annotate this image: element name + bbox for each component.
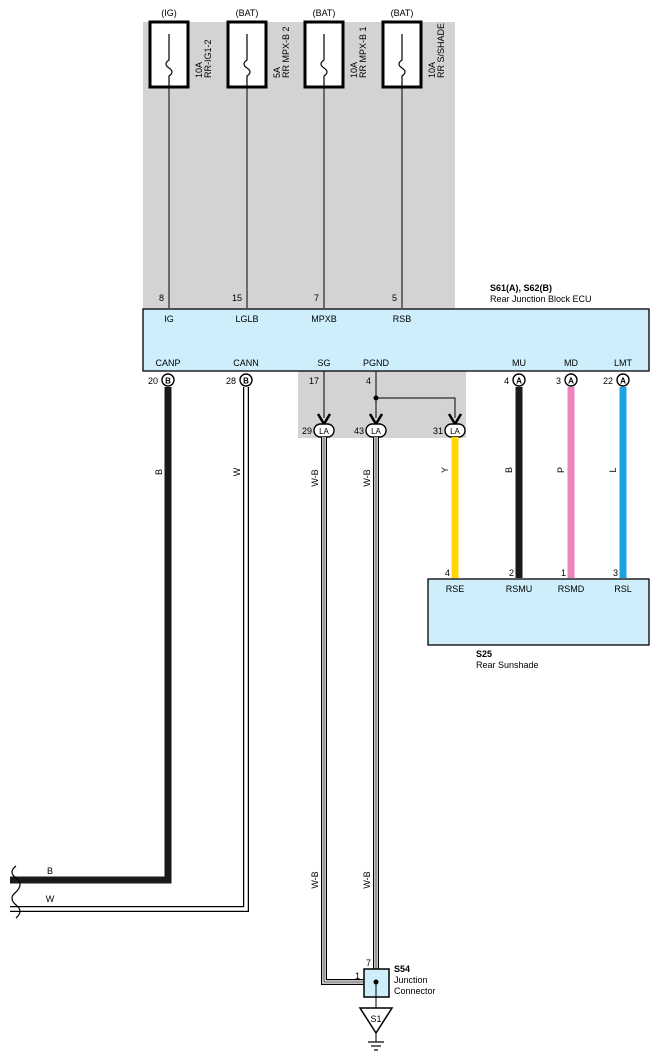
rear-sunshade-block [427, 578, 650, 646]
ecu-term-canp: CANP [155, 358, 180, 368]
la-29-pin: 29 [302, 426, 312, 436]
wire-cann-color: W [232, 467, 242, 476]
pin-cann: 28 [226, 376, 236, 386]
conn-canp: B [165, 377, 171, 386]
wire-cann [10, 387, 249, 912]
ecu-term-sg: SG [317, 358, 330, 368]
sunshade-term-rsmd: RSMD [558, 584, 585, 594]
ecu-term-mpxb: MPXB [311, 314, 337, 324]
pin-mu: 4 [504, 376, 509, 386]
wire-rsmu-color: B [504, 467, 514, 473]
wire-pgnd-lower-color: W-B [362, 871, 372, 888]
rear-junction-block-ecu [142, 308, 650, 372]
pin-pgnd: 4 [366, 376, 371, 386]
ecu-name: Rear Junction Block ECU [490, 294, 592, 304]
fuse-rr-mpx-b-1: (BAT) 10A RR MPX-B 1 [303, 8, 368, 89]
fuse-icon [165, 34, 173, 88]
ecu-term-lglb: LGLB [235, 314, 258, 324]
fuse-4-name: RR S/SHADE [436, 23, 446, 78]
wire-rsl-color: L [608, 467, 618, 472]
sunshade-term-rsl: RSL [614, 584, 632, 594]
ecu-term-md: MD [564, 358, 578, 368]
ecu-pin-mpxb: 7 [314, 293, 319, 303]
pin-md: 3 [556, 376, 561, 386]
conn-mu: A [516, 377, 522, 386]
fuse-rr-ig1-2: (IG) 10A RR-IG1-2 [148, 8, 213, 89]
fuse-icon [320, 34, 328, 88]
ecu-term-ig: IG [164, 314, 174, 324]
pin-lmt: 22 [603, 376, 613, 386]
la-43-label: LA [371, 427, 381, 436]
connector-b-icon [161, 373, 175, 387]
conn-md: A [568, 377, 574, 386]
connector-a-icon [616, 373, 630, 387]
wire-sg-color: W-B [310, 469, 320, 486]
fuse-wires [168, 88, 403, 308]
fuse-4-rating: 10A [427, 62, 437, 78]
ecu-code: S61(A), S62(B) [490, 283, 552, 293]
fuse-1-rating: 10A [194, 62, 204, 78]
conn-cann: B [243, 377, 249, 386]
wire-rse-color: Y [440, 467, 450, 473]
la-29-label: LA [319, 427, 329, 436]
fuse-2-name: RR MPX-B 2 [281, 26, 291, 78]
fuse-4-source: (BAT) [391, 8, 414, 18]
wire-rsmd-color: P [556, 467, 566, 473]
fuse-rr-s-shade: (BAT) 10A RR S/SHADE [381, 8, 446, 89]
sunshade-code: S25 [476, 649, 492, 659]
wire-left-canp-color: B [47, 866, 53, 876]
ecu-term-pgnd: PGND [363, 358, 390, 368]
fuse-3-rating: 10A [349, 62, 359, 78]
sunshade-pin-rsmd: 1 [561, 568, 566, 578]
sunshade-term-rsmu: RSMU [506, 584, 533, 594]
fuse-icon [243, 34, 251, 88]
fuse-rr-mpx-b-2: (BAT) 5A RR MPX-B 2 [226, 8, 291, 89]
la-43-pin: 43 [354, 426, 364, 436]
ecu-pin-rsb: 5 [392, 293, 397, 303]
wire-canp-color: B [154, 469, 164, 475]
la-31-label: LA [450, 427, 460, 436]
wire-sg-lower-color: W-B [310, 871, 320, 888]
junction-pin-top: 7 [366, 958, 371, 968]
connector-b-icon [239, 373, 253, 387]
fuse-2-rating: 5A [272, 67, 282, 78]
sunshade-term-rse: RSE [446, 584, 465, 594]
junction-code: S54 [394, 964, 410, 974]
ecu-pin-lglb: 15 [232, 293, 242, 303]
wire-pgnd-color: W-B [362, 469, 372, 486]
fuse-1-source: (IG) [161, 8, 177, 18]
wire-left-cann-color: W [46, 894, 55, 904]
ecu-term-rsb: RSB [393, 314, 412, 324]
wire-sg [321, 437, 364, 985]
pin-canp: 20 [148, 376, 158, 386]
wire-canp [10, 387, 172, 884]
connector-a-icon [564, 373, 578, 387]
conn-lmt: A [620, 377, 626, 386]
pin-sg: 17 [309, 376, 319, 386]
ecu-term-mu: MU [512, 358, 526, 368]
fuse-2-source: (BAT) [236, 8, 259, 18]
fuse-3-name: RR MPX-B 1 [358, 26, 368, 78]
ecu-term-lmt: LMT [614, 358, 633, 368]
sunshade-pin-rse: 4 [445, 568, 450, 578]
junction-pin-left: 1 [355, 971, 360, 981]
junction-line1: Junction [394, 975, 428, 985]
sunshade-name: Rear Sunshade [476, 660, 539, 670]
fuse-3-source: (BAT) [313, 8, 336, 18]
junction-line2: Connector [394, 986, 436, 996]
ground-label: S1 [370, 1014, 381, 1024]
ground-point-icon [358, 1007, 394, 1035]
ecu-term-cann: CANN [233, 358, 259, 368]
sunshade-pin-rsl: 3 [613, 568, 618, 578]
ecu-pin-ig: 8 [159, 293, 164, 303]
sunshade-pin-rsmu: 2 [509, 568, 514, 578]
fuse-1-name: RR-IG1-2 [203, 39, 213, 78]
connector-a-icon [512, 373, 526, 387]
la-31-pin: 31 [433, 426, 443, 436]
wire-break-icon [11, 865, 21, 919]
fuse-icon [398, 34, 406, 88]
